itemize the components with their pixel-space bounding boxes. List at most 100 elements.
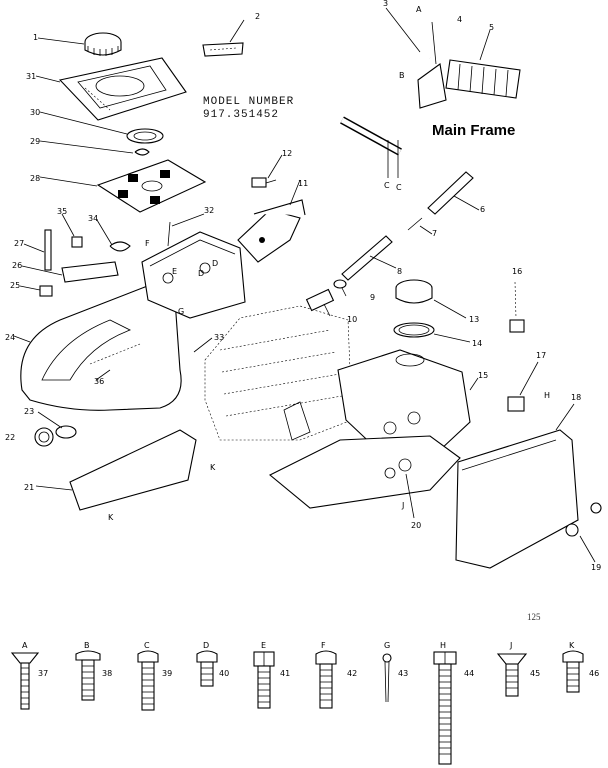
callout-32: 32 <box>204 206 214 215</box>
part-29-clip <box>39 140 150 156</box>
mark-k2: K <box>108 513 114 522</box>
part-2-decal <box>202 19 245 57</box>
part-30-gasket <box>39 111 164 144</box>
fastener-c-num: 39 <box>162 669 172 678</box>
fastener-k-letter: K <box>569 641 575 650</box>
callout-25: 25 <box>10 281 20 290</box>
fastener-d-letter: D <box>203 641 209 650</box>
callout-5: 5 <box>489 23 494 32</box>
callout-10: 10 <box>347 315 357 324</box>
mark-g: G <box>178 307 184 316</box>
fastener-row: A 37 B 38 C 39 <box>10 641 599 765</box>
parts-3-5-handle <box>336 7 521 178</box>
fastener-h: H 44 <box>433 641 474 765</box>
mark-c1: C <box>384 181 390 190</box>
callout-2: 2 <box>255 12 260 21</box>
callout-6: 6 <box>480 205 485 214</box>
callout-34: 34 <box>88 214 98 223</box>
callout-labels: 1 2 3 4 5 6 7 8 9 10 11 12 13 14 15 16 1… <box>5 0 601 572</box>
callout-12: 12 <box>282 149 292 158</box>
mark-j: J <box>401 501 404 510</box>
callout-23: 23 <box>24 407 34 416</box>
model-number-label: MODEL NUMBER <box>203 96 295 108</box>
callout-27: 27 <box>14 239 24 248</box>
engine-ghost <box>204 305 353 441</box>
callout-28: 28 <box>30 174 40 183</box>
fastener-e: E 41 <box>253 641 290 709</box>
callout-21: 21 <box>24 483 34 492</box>
page-mark: 125 <box>527 612 541 622</box>
fastener-f-letter: F <box>321 641 326 650</box>
fastener-g-num: 43 <box>398 669 408 678</box>
mark-h: H <box>544 391 550 400</box>
mark-e: E <box>172 267 177 276</box>
model-number-value: 917.351452 <box>203 109 280 121</box>
mark-b: B <box>399 71 405 80</box>
callout-26: 26 <box>12 261 22 270</box>
model-number-block: MODEL NUMBER 917.351452 <box>203 96 294 122</box>
callout-17: 17 <box>536 351 546 360</box>
callout-36: 36 <box>94 377 104 386</box>
fastener-f: F 42 <box>315 641 357 709</box>
callout-19: 19 <box>591 563 601 572</box>
parts-25-27-34-35 <box>19 213 131 297</box>
fastener-k: K 46 <box>562 641 599 693</box>
callout-22: 22 <box>5 433 15 442</box>
callout-1: 1 <box>33 33 38 42</box>
fastener-c: C 39 <box>137 641 172 711</box>
callout-7: 7 <box>432 229 437 238</box>
callout-13: 13 <box>469 315 479 324</box>
fastener-e-letter: E <box>261 641 266 650</box>
fastener-d-num: 40 <box>219 669 229 678</box>
part-17-nut <box>507 361 539 412</box>
fastener-j-num: 45 <box>530 669 540 678</box>
callout-4: 4 <box>457 15 462 24</box>
part-19-nuts <box>565 502 602 563</box>
callout-29: 29 <box>30 137 40 146</box>
mark-c2: C <box>396 183 402 192</box>
part-15-tank <box>337 349 479 453</box>
fastener-h-num: 44 <box>464 669 474 678</box>
fastener-b-num: 38 <box>102 669 112 678</box>
mark-f: F <box>145 239 150 248</box>
part-1-cap <box>37 32 122 56</box>
fastener-a-num: 37 <box>38 669 48 678</box>
fastener-a: A 37 <box>10 641 48 710</box>
parts-21-23 <box>34 411 197 511</box>
callout-3: 3 <box>383 0 388 8</box>
part-24-rear-handle <box>13 283 182 411</box>
callout-33: 33 <box>214 333 224 342</box>
mark-d2: D <box>198 269 204 278</box>
mark-d1: D <box>212 259 218 268</box>
fastener-j-letter: J <box>509 641 512 650</box>
part-11-bracket <box>237 179 306 263</box>
callout-24: 24 <box>5 333 15 342</box>
carburetor-box <box>141 231 246 319</box>
fastener-g-letter: G <box>384 641 390 650</box>
callout-35: 35 <box>57 207 67 216</box>
part-12-bolt <box>251 154 283 188</box>
parts-13-14 <box>393 279 471 343</box>
callout-8: 8 <box>397 267 402 276</box>
part-20-lower-frame <box>268 435 461 519</box>
callout-16: 16 <box>512 267 522 276</box>
mark-a: A <box>416 5 422 14</box>
fastener-b: B 38 <box>75 641 112 701</box>
callout-30: 30 <box>30 108 40 117</box>
fastener-d: D 40 <box>196 641 229 687</box>
fastener-g: G 43 <box>382 641 408 703</box>
callout-11: 11 <box>298 179 308 188</box>
fastener-k-num: 46 <box>589 669 599 678</box>
mark-k1: K <box>210 463 216 472</box>
parts-32-33 <box>167 213 213 353</box>
fastener-h-letter: H <box>440 641 446 650</box>
fastener-j: J 45 <box>496 641 540 697</box>
callout-31: 31 <box>26 72 36 81</box>
part-16-fitting <box>509 281 525 333</box>
callout-18: 18 <box>571 393 581 402</box>
callout-15: 15 <box>478 371 488 380</box>
fastener-a-letter: A <box>22 641 28 650</box>
fastener-e-num: 41 <box>280 669 290 678</box>
